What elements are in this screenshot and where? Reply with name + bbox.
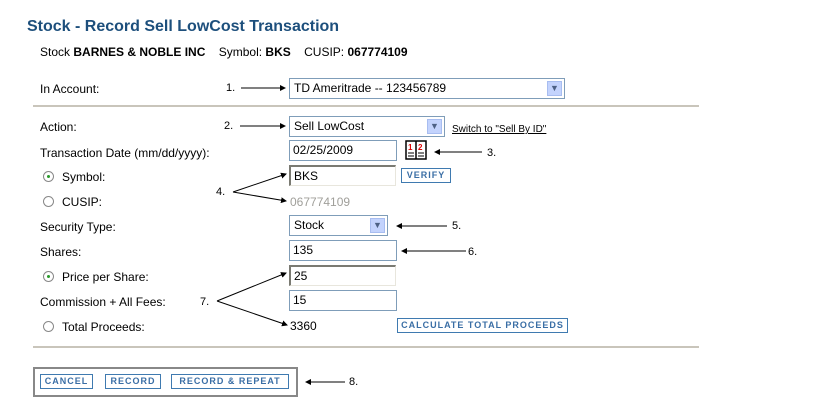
calculate-total-button[interactable]: CALCULATE TOTAL PROCEEDS: [397, 318, 568, 333]
annotation-7: 7.: [200, 296, 210, 308]
arrow-4a: [232, 172, 287, 193]
account-value: TD Ameritrade -- 123456789: [294, 81, 447, 95]
calendar-icon[interactable]: 1 2: [405, 140, 427, 160]
page-title: Stock - Record Sell LowCost Transaction: [27, 18, 340, 35]
symbol-input[interactable]: BKS: [289, 165, 396, 186]
cusip-value-disabled: 067774109: [290, 195, 351, 209]
chevron-down-icon[interactable]: ▼: [370, 218, 385, 233]
stock-info: Stock BARNES & NOBLE INC Symbol: BKS CUS…: [40, 45, 408, 59]
cusip-radio-label: CUSIP:: [62, 195, 103, 209]
shares-label: Shares:: [40, 245, 82, 259]
price-input[interactable]: 25: [289, 265, 396, 286]
annotation-4: 4.: [216, 186, 226, 198]
price-radio[interactable]: [43, 271, 54, 282]
date-input[interactable]: 02/25/2009: [289, 140, 397, 161]
annotation-5: 5.: [452, 220, 462, 232]
chevron-down-icon[interactable]: ▼: [547, 81, 562, 96]
symbol-radio-label: Symbol:: [62, 170, 106, 184]
svg-text:2: 2: [418, 143, 423, 152]
arrow-7a: [216, 272, 287, 302]
price-radio-label: Price per Share:: [62, 270, 149, 284]
fees-label: Commission + All Fees:: [40, 295, 166, 309]
record-button[interactable]: RECORD: [105, 374, 161, 389]
chevron-down-icon[interactable]: ▼: [427, 119, 442, 134]
record-repeat-button[interactable]: RECORD & REPEAT: [171, 374, 289, 389]
annotation-1: 1.: [226, 82, 236, 94]
switch-sell-by-id-link[interactable]: Switch to "Sell By ID": [452, 124, 547, 135]
divider: [33, 105, 699, 107]
shares-input[interactable]: 135: [289, 240, 397, 261]
cusip-label: CUSIP:: [304, 45, 345, 59]
action-select[interactable]: Sell LowCost ▼: [289, 116, 445, 137]
cusip-radio[interactable]: [43, 196, 54, 207]
action-label: Action:: [40, 120, 77, 134]
total-value: 3360: [290, 319, 317, 333]
annotation-8: 8.: [349, 376, 359, 388]
annotation-6: 6.: [468, 246, 478, 258]
stock-prefix: Stock: [40, 45, 71, 59]
account-select[interactable]: TD Ameritrade -- 123456789 ▼: [289, 78, 565, 99]
cusip-value: 067774109: [347, 45, 408, 59]
security-type-value: Stock: [294, 218, 325, 232]
total-radio[interactable]: [43, 321, 54, 332]
security-type-select[interactable]: Stock ▼: [289, 215, 388, 236]
divider: [33, 346, 699, 348]
arrow-7b: [216, 300, 288, 327]
symbol-label: Symbol:: [218, 45, 263, 59]
security-type-label: Security Type:: [40, 220, 116, 234]
stock-name: BARNES & NOBLE INC: [73, 45, 206, 59]
symbol-radio[interactable]: [43, 171, 54, 182]
cancel-button[interactable]: CANCEL: [40, 374, 93, 389]
action-value: Sell LowCost: [294, 119, 365, 133]
annotation-2: 2.: [224, 120, 234, 132]
arrow-4b: [232, 191, 287, 204]
verify-button[interactable]: VERIFY: [401, 168, 451, 183]
account-label: In Account:: [40, 82, 100, 96]
fees-input[interactable]: 15: [289, 290, 397, 311]
date-label: Transaction Date (mm/dd/yyyy):: [40, 146, 210, 160]
svg-text:1: 1: [408, 143, 413, 152]
symbol-value: BKS: [265, 45, 291, 59]
action-buttons-frame: [33, 367, 298, 397]
annotation-3: 3.: [487, 147, 497, 159]
total-radio-label: Total Proceeds:: [62, 320, 145, 334]
